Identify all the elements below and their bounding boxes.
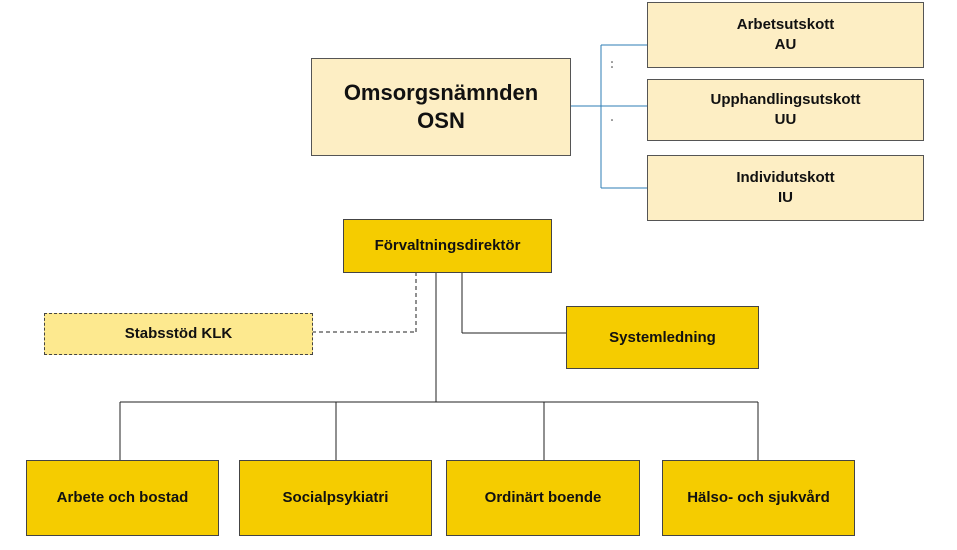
board-abbr: OSN (417, 108, 465, 133)
committee-au-box: Arbetsutskott AU (647, 2, 924, 68)
committee-name: Upphandlingsutskott (710, 91, 861, 108)
staff-support-box: Stabsstöd KLK (44, 313, 313, 355)
department-box-ordinart: Ordinärt boende (446, 460, 640, 536)
department-label: Socialpsykiatri (282, 489, 389, 506)
committee-name: Arbetsutskott (736, 16, 835, 33)
system-management-box: Systemledning (566, 306, 759, 369)
committee-iu-box: Individutskott IU (647, 155, 924, 221)
department-label: Arbete och bostad (56, 489, 189, 506)
department-label: Ordinärt boende (484, 489, 602, 506)
committee-abbr: IU (778, 189, 793, 206)
committee-name: Individutskott (736, 169, 835, 186)
director-box: Förvaltningsdirektör (343, 219, 552, 273)
department-box-halso: Hälso- och sjukvård (662, 460, 855, 536)
dot-mark (611, 61, 613, 63)
system-management-label: Systemledning (609, 328, 716, 346)
board-box: Omsorgsnämnden OSN (311, 58, 571, 156)
board-name: Omsorgsnämnden (343, 80, 539, 105)
department-box-arbete: Arbete och bostad (26, 460, 219, 536)
dot-mark (611, 119, 613, 121)
dot-mark (611, 66, 613, 68)
department-box-socialpsykiatri: Socialpsykiatri (239, 460, 432, 536)
committee-abbr: UU (774, 111, 797, 128)
committee-abbr: AU (774, 36, 797, 53)
committee-uu-box: Upphandlingsutskott UU (647, 79, 924, 141)
director-label: Förvaltningsdirektör (374, 237, 521, 254)
department-label: Hälso- och sjukvård (687, 489, 830, 506)
staff-support-label: Stabsstöd KLK (124, 325, 233, 342)
